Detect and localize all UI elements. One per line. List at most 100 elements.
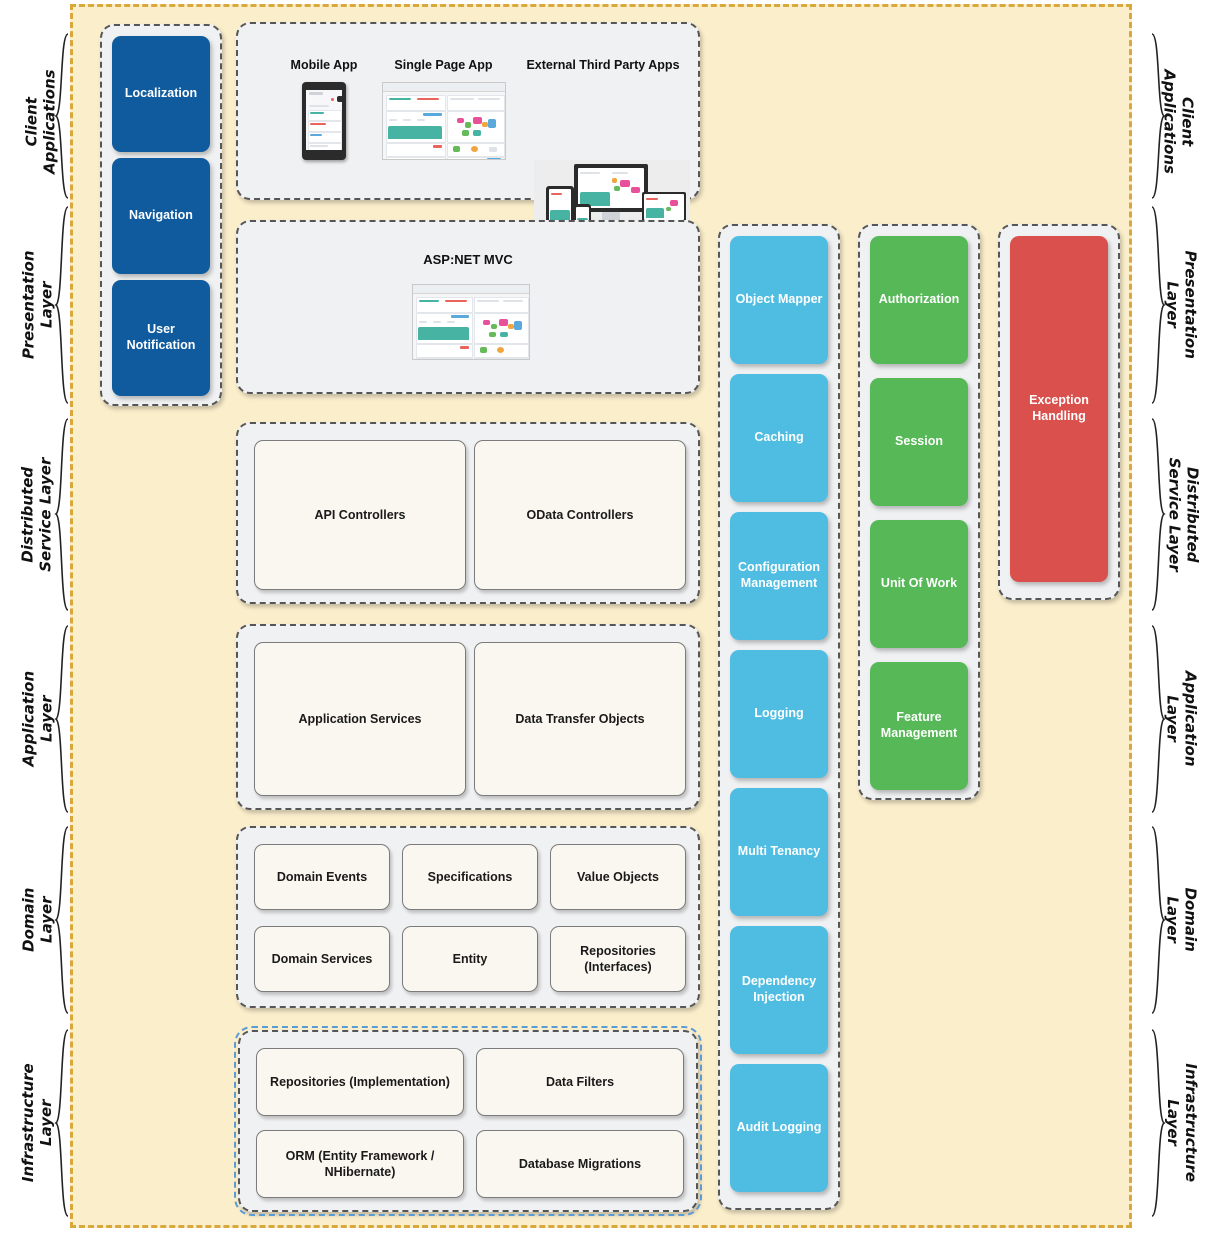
left-label-application-layer: Application Layer [19, 670, 55, 767]
browser-chrome [383, 83, 505, 92]
left-brace-domain-layer [54, 825, 70, 1015]
right-brace-domain-layer [1150, 825, 1166, 1015]
red-column-group: Exception Handling [998, 224, 1120, 600]
box-database-migrations-label: Database Migrations [518, 1156, 642, 1171]
left-label-domain-layer: Domain Layer [19, 887, 55, 952]
tile-user-notification-label: User Notification [126, 322, 196, 352]
tile-navigation[interactable]: Navigation [112, 158, 210, 274]
box-orm[interactable]: ORM (Entity Framework / NHibernate) [256, 1130, 464, 1198]
right-brace-application-layer [1150, 624, 1166, 814]
box-entity-label: Entity [452, 951, 488, 966]
right-brace-client-applications [1150, 32, 1166, 200]
box-api-controllers[interactable]: API Controllers [254, 440, 466, 590]
tile-localization-label: Localization [124, 86, 198, 101]
box-value-objects-label: Value Objects [577, 869, 659, 884]
left-label-distributed-service-layer: Distributed Service Layer [18, 457, 54, 572]
box-entity[interactable]: Entity [402, 926, 538, 992]
tile-caching-label: Caching [754, 430, 804, 445]
tile-logging[interactable]: Logging [730, 650, 828, 778]
tile-exception-handling-label: Exception Handling [1029, 393, 1089, 423]
right-label-distributed-service-layer: Distributed Service Layer [1166, 457, 1202, 572]
box-application-services[interactable]: Application Services [254, 642, 466, 796]
left-brace-application-layer [54, 624, 70, 814]
box-database-migrations[interactable]: Database Migrations [476, 1130, 684, 1198]
tile-audit-logging-label: Audit Logging [736, 1120, 822, 1135]
tile-object-mapper[interactable]: Object Mapper [730, 236, 828, 364]
box-data-transfer-objects[interactable]: Data Transfer Objects [474, 642, 686, 796]
infrastructure-layer-group: Repositories (Implementation) Data Filte… [234, 1026, 702, 1216]
tile-caching[interactable]: Caching [730, 374, 828, 502]
left-brace-infrastructure-layer [54, 1028, 70, 1218]
box-domain-events[interactable]: Domain Events [254, 844, 390, 910]
cyan-column-group: Object Mapper Caching Configuration Mana… [718, 224, 840, 1210]
aspnet-mvc-thumbnail [412, 284, 530, 360]
tile-multi-tenancy[interactable]: Multi Tenancy [730, 788, 828, 916]
domain-layer-group: Domain Events Specifications Value Objec… [236, 826, 700, 1008]
tile-unit-of-work[interactable]: Unit Of Work [870, 520, 968, 648]
box-domain-events-label: Domain Events [276, 869, 368, 884]
caption-single-page-app: Single Page App [394, 58, 493, 72]
tile-exception-handling[interactable]: Exception Handling [1010, 236, 1108, 582]
tile-feature-management[interactable]: Feature Management [870, 662, 968, 790]
tile-configuration-management-label: Configuration Management [738, 560, 820, 590]
right-label-presentation-layer: Presentation Layer [1164, 250, 1200, 359]
box-data-filters-label: Data Filters [545, 1074, 615, 1089]
box-odata-controllers[interactable]: OData Controllers [474, 440, 686, 590]
tile-localization[interactable]: Localization [112, 36, 210, 152]
navy-column-group: Localization Navigation User Notificatio… [100, 24, 222, 406]
left-label-client-applications: Client Applications [22, 69, 58, 174]
tile-audit-logging[interactable]: Audit Logging [730, 1064, 828, 1192]
box-specifications[interactable]: Specifications [402, 844, 538, 910]
tile-user-notification[interactable]: User Notification [112, 280, 210, 396]
application-layer-group: Application Services Data Transfer Objec… [236, 624, 700, 810]
client-applications-group: Mobile App Single Page App External Thir… [236, 22, 700, 238]
aspnet-mvc-title: ASP:NET MVC [423, 252, 513, 267]
tile-session-label: Session [895, 434, 943, 449]
tile-authorization[interactable]: Authorization [870, 236, 968, 364]
right-brace-presentation-layer [1150, 205, 1166, 405]
tile-multi-tenancy-label: Multi Tenancy [737, 844, 821, 859]
box-odata-controllers-label: OData Controllers [526, 507, 634, 522]
right-label-application-layer: Application Layer [1164, 670, 1200, 767]
left-label-presentation-layer: Presentation Layer [19, 250, 55, 359]
box-domain-services-label: Domain Services [271, 951, 373, 966]
left-brace-distributed-service-layer [54, 417, 70, 612]
aspnet-dashboard-body [413, 294, 529, 359]
box-repositories-implementation-label: Repositories (Implementation) [270, 1074, 450, 1089]
tile-authorization-label: Authorization [878, 292, 960, 307]
box-application-services-label: Application Services [298, 711, 422, 726]
mobile-app-screen [306, 90, 342, 150]
tile-unit-of-work-label: Unit Of Work [880, 576, 958, 591]
presentation-layer-group: ASP:NET MVC [236, 220, 700, 394]
box-data-transfer-objects-label: Data Transfer Objects [515, 711, 645, 726]
right-brace-infrastructure-layer [1150, 1028, 1166, 1218]
box-repositories-implementation[interactable]: Repositories (Implementation) [256, 1048, 464, 1116]
box-value-objects[interactable]: Value Objects [550, 844, 686, 910]
left-label-infrastructure-layer: Infrastructure Layer [18, 1063, 55, 1183]
right-brace-distributed-service-layer [1150, 417, 1166, 612]
box-repositories-interfaces[interactable]: Repositories (Interfaces) [550, 926, 686, 992]
tile-dependency-injection-label: Dependency Injection [741, 974, 817, 1004]
tile-logging-label: Logging [754, 706, 804, 721]
box-data-filters[interactable]: Data Filters [476, 1048, 684, 1116]
box-domain-services[interactable]: Domain Services [254, 926, 390, 992]
dashboard-body [383, 92, 505, 159]
tile-session[interactable]: Session [870, 378, 968, 506]
right-label-domain-layer: Domain Layer [1164, 887, 1200, 952]
box-specifications-label: Specifications [427, 869, 513, 884]
single-page-app-thumbnail [382, 82, 506, 160]
right-label-infrastructure-layer: Infrastructure Layer [1164, 1063, 1201, 1183]
box-api-controllers-label: API Controllers [314, 507, 406, 522]
tile-configuration-management[interactable]: Configuration Management [730, 512, 828, 640]
caption-external-third-party-apps: External Third Party Apps [526, 58, 680, 72]
box-orm-label: ORM (Entity Framework / NHibernate) [285, 1148, 435, 1179]
tile-dependency-injection[interactable]: Dependency Injection [730, 926, 828, 1054]
distributed-service-layer-group: API Controllers OData Controllers [236, 422, 700, 604]
green-column-group: Authorization Session Unit Of Work Featu… [858, 224, 980, 800]
right-label-client-applications: Client Applications [1161, 69, 1197, 174]
tile-feature-management-label: Feature Management [880, 710, 958, 740]
mobile-app-thumbnail [302, 82, 346, 160]
aspnet-browser-chrome [413, 285, 529, 294]
tile-object-mapper-label: Object Mapper [735, 292, 823, 307]
